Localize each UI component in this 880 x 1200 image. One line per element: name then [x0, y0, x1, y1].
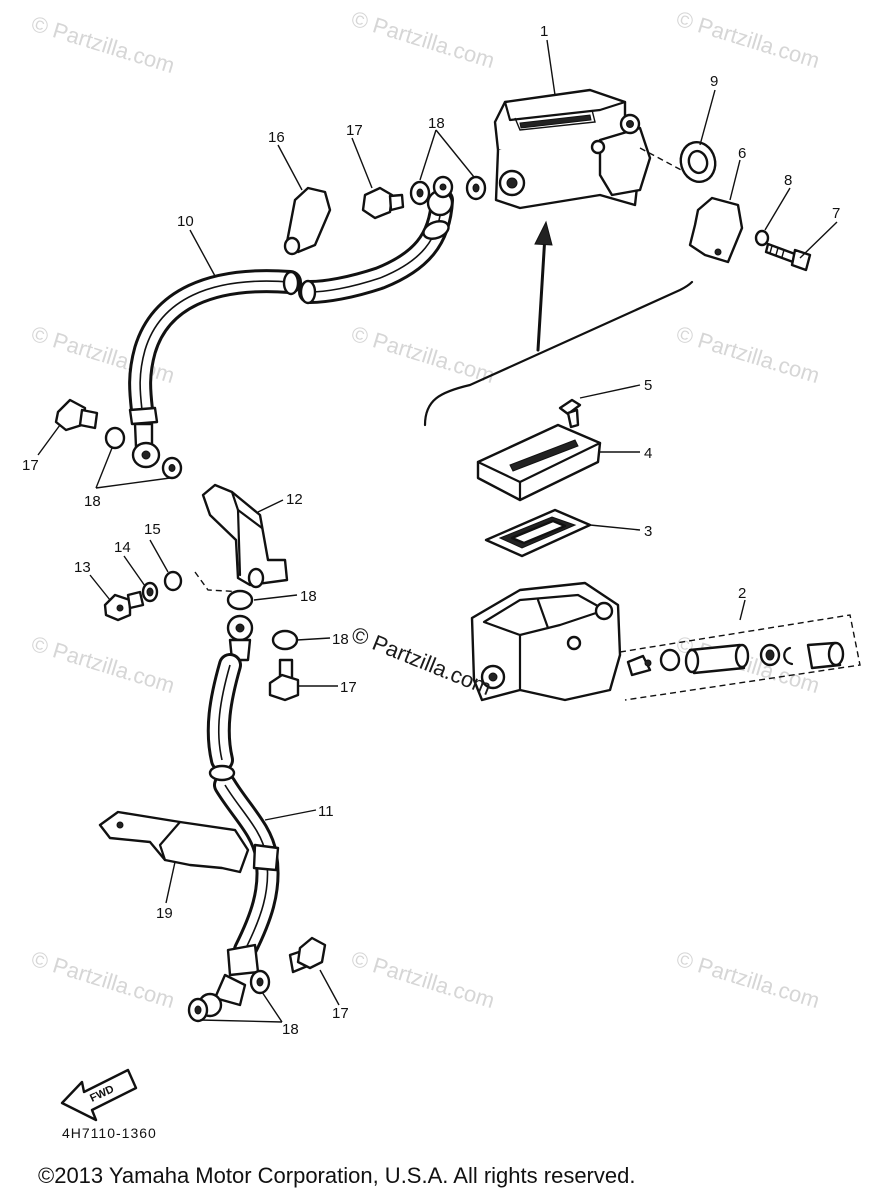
watermark: © Partzilla.com — [349, 6, 498, 73]
handlebar-holder[interactable] — [688, 196, 744, 264]
assembly-arrow — [534, 220, 553, 352]
screw-5[interactable] — [558, 398, 582, 429]
callout-5: 5 — [644, 377, 652, 394]
callout-17-left: 17 — [22, 457, 39, 474]
callout-2: 2 — [738, 585, 746, 602]
callout-12: 12 — [286, 491, 303, 508]
union-bolt-mid[interactable] — [268, 658, 300, 702]
callout-14: 14 — [114, 539, 131, 556]
hose-guide-bracket[interactable] — [98, 810, 250, 874]
washer-15[interactable] — [163, 570, 183, 592]
gaskets-left[interactable] — [104, 426, 183, 480]
callout-17-mid: 17 — [340, 679, 357, 696]
watermark: © Partzilla.com — [349, 321, 498, 388]
piston-kit[interactable] — [619, 614, 861, 701]
callout-6: 6 — [738, 145, 746, 162]
gaskets-bottom[interactable] — [187, 969, 271, 1023]
watermark: © Partzilla.com — [29, 11, 178, 78]
callout-18-top: 18 — [428, 115, 445, 132]
watermark: © Partzilla.com — [674, 6, 823, 73]
master-cylinder-assembly[interactable] — [493, 88, 701, 210]
watermark: © Partzilla.com — [674, 321, 823, 388]
callout-19: 19 — [156, 905, 173, 922]
exploded-view-divider — [423, 280, 694, 427]
union-bolt-left[interactable] — [54, 398, 99, 432]
callout-17-bottom: 17 — [332, 1005, 349, 1022]
callout-7: 7 — [832, 205, 840, 222]
callout-18-mid-b: 18 — [332, 631, 349, 648]
callout-17-top: 17 — [346, 122, 363, 139]
callout-13: 13 — [74, 559, 91, 576]
leader-lines — [37, 39, 838, 1023]
callout-8: 8 — [784, 172, 792, 189]
callout-9: 9 — [710, 73, 718, 90]
copyright-notice: ©2013 Yamaha Motor Corporation, U.S.A. A… — [38, 1163, 635, 1188]
callout-18-left: 18 — [84, 493, 101, 510]
callout-15: 15 — [144, 521, 161, 538]
gasket-mid-a[interactable] — [226, 589, 254, 611]
bolt-7[interactable] — [764, 242, 812, 272]
master-cylinder-body[interactable] — [470, 581, 622, 702]
union-bolt-bottom[interactable] — [288, 936, 327, 974]
diaphragm[interactable] — [484, 508, 592, 558]
union-bolt-top[interactable] — [361, 186, 405, 220]
gaskets-top[interactable] — [409, 175, 487, 206]
callout-18-bottom: 18 — [282, 1021, 299, 1038]
watermark: © Partzilla.com — [29, 631, 178, 698]
seal-ring[interactable] — [676, 138, 719, 185]
callout-18-mid-a: 18 — [300, 588, 317, 605]
brake-hose-upper[interactable] — [128, 175, 454, 469]
callout-1: 1 — [540, 23, 548, 40]
callout-labels: 1 2 3 4 5 6 7 8 9 10 11 12 13 14 15 16 1… — [22, 23, 840, 1038]
forward-arrow-icon: FWD — [60, 1068, 138, 1122]
callout-4: 4 — [644, 445, 652, 462]
washer-14[interactable] — [141, 581, 159, 603]
watermark: © Partzilla.com — [349, 946, 498, 1013]
watermark: © Partzilla.com — [674, 946, 823, 1013]
boot-16[interactable] — [283, 186, 332, 256]
reservoir-cap[interactable] — [476, 423, 602, 502]
brake-hose-joint[interactable] — [194, 483, 289, 593]
callout-3: 3 — [644, 523, 652, 540]
callout-16: 16 — [268, 129, 285, 146]
callout-11: 11 — [318, 803, 334, 820]
watermark: © Partzilla.com — [29, 946, 178, 1013]
callout-10: 10 — [177, 213, 194, 230]
diagram-code: 4H7110-1360 — [62, 1125, 157, 1141]
washer-8[interactable] — [754, 229, 770, 247]
bolt-13[interactable] — [103, 590, 145, 622]
brake-hose-lower[interactable] — [197, 614, 280, 1018]
gasket-mid-b[interactable] — [271, 629, 299, 651]
